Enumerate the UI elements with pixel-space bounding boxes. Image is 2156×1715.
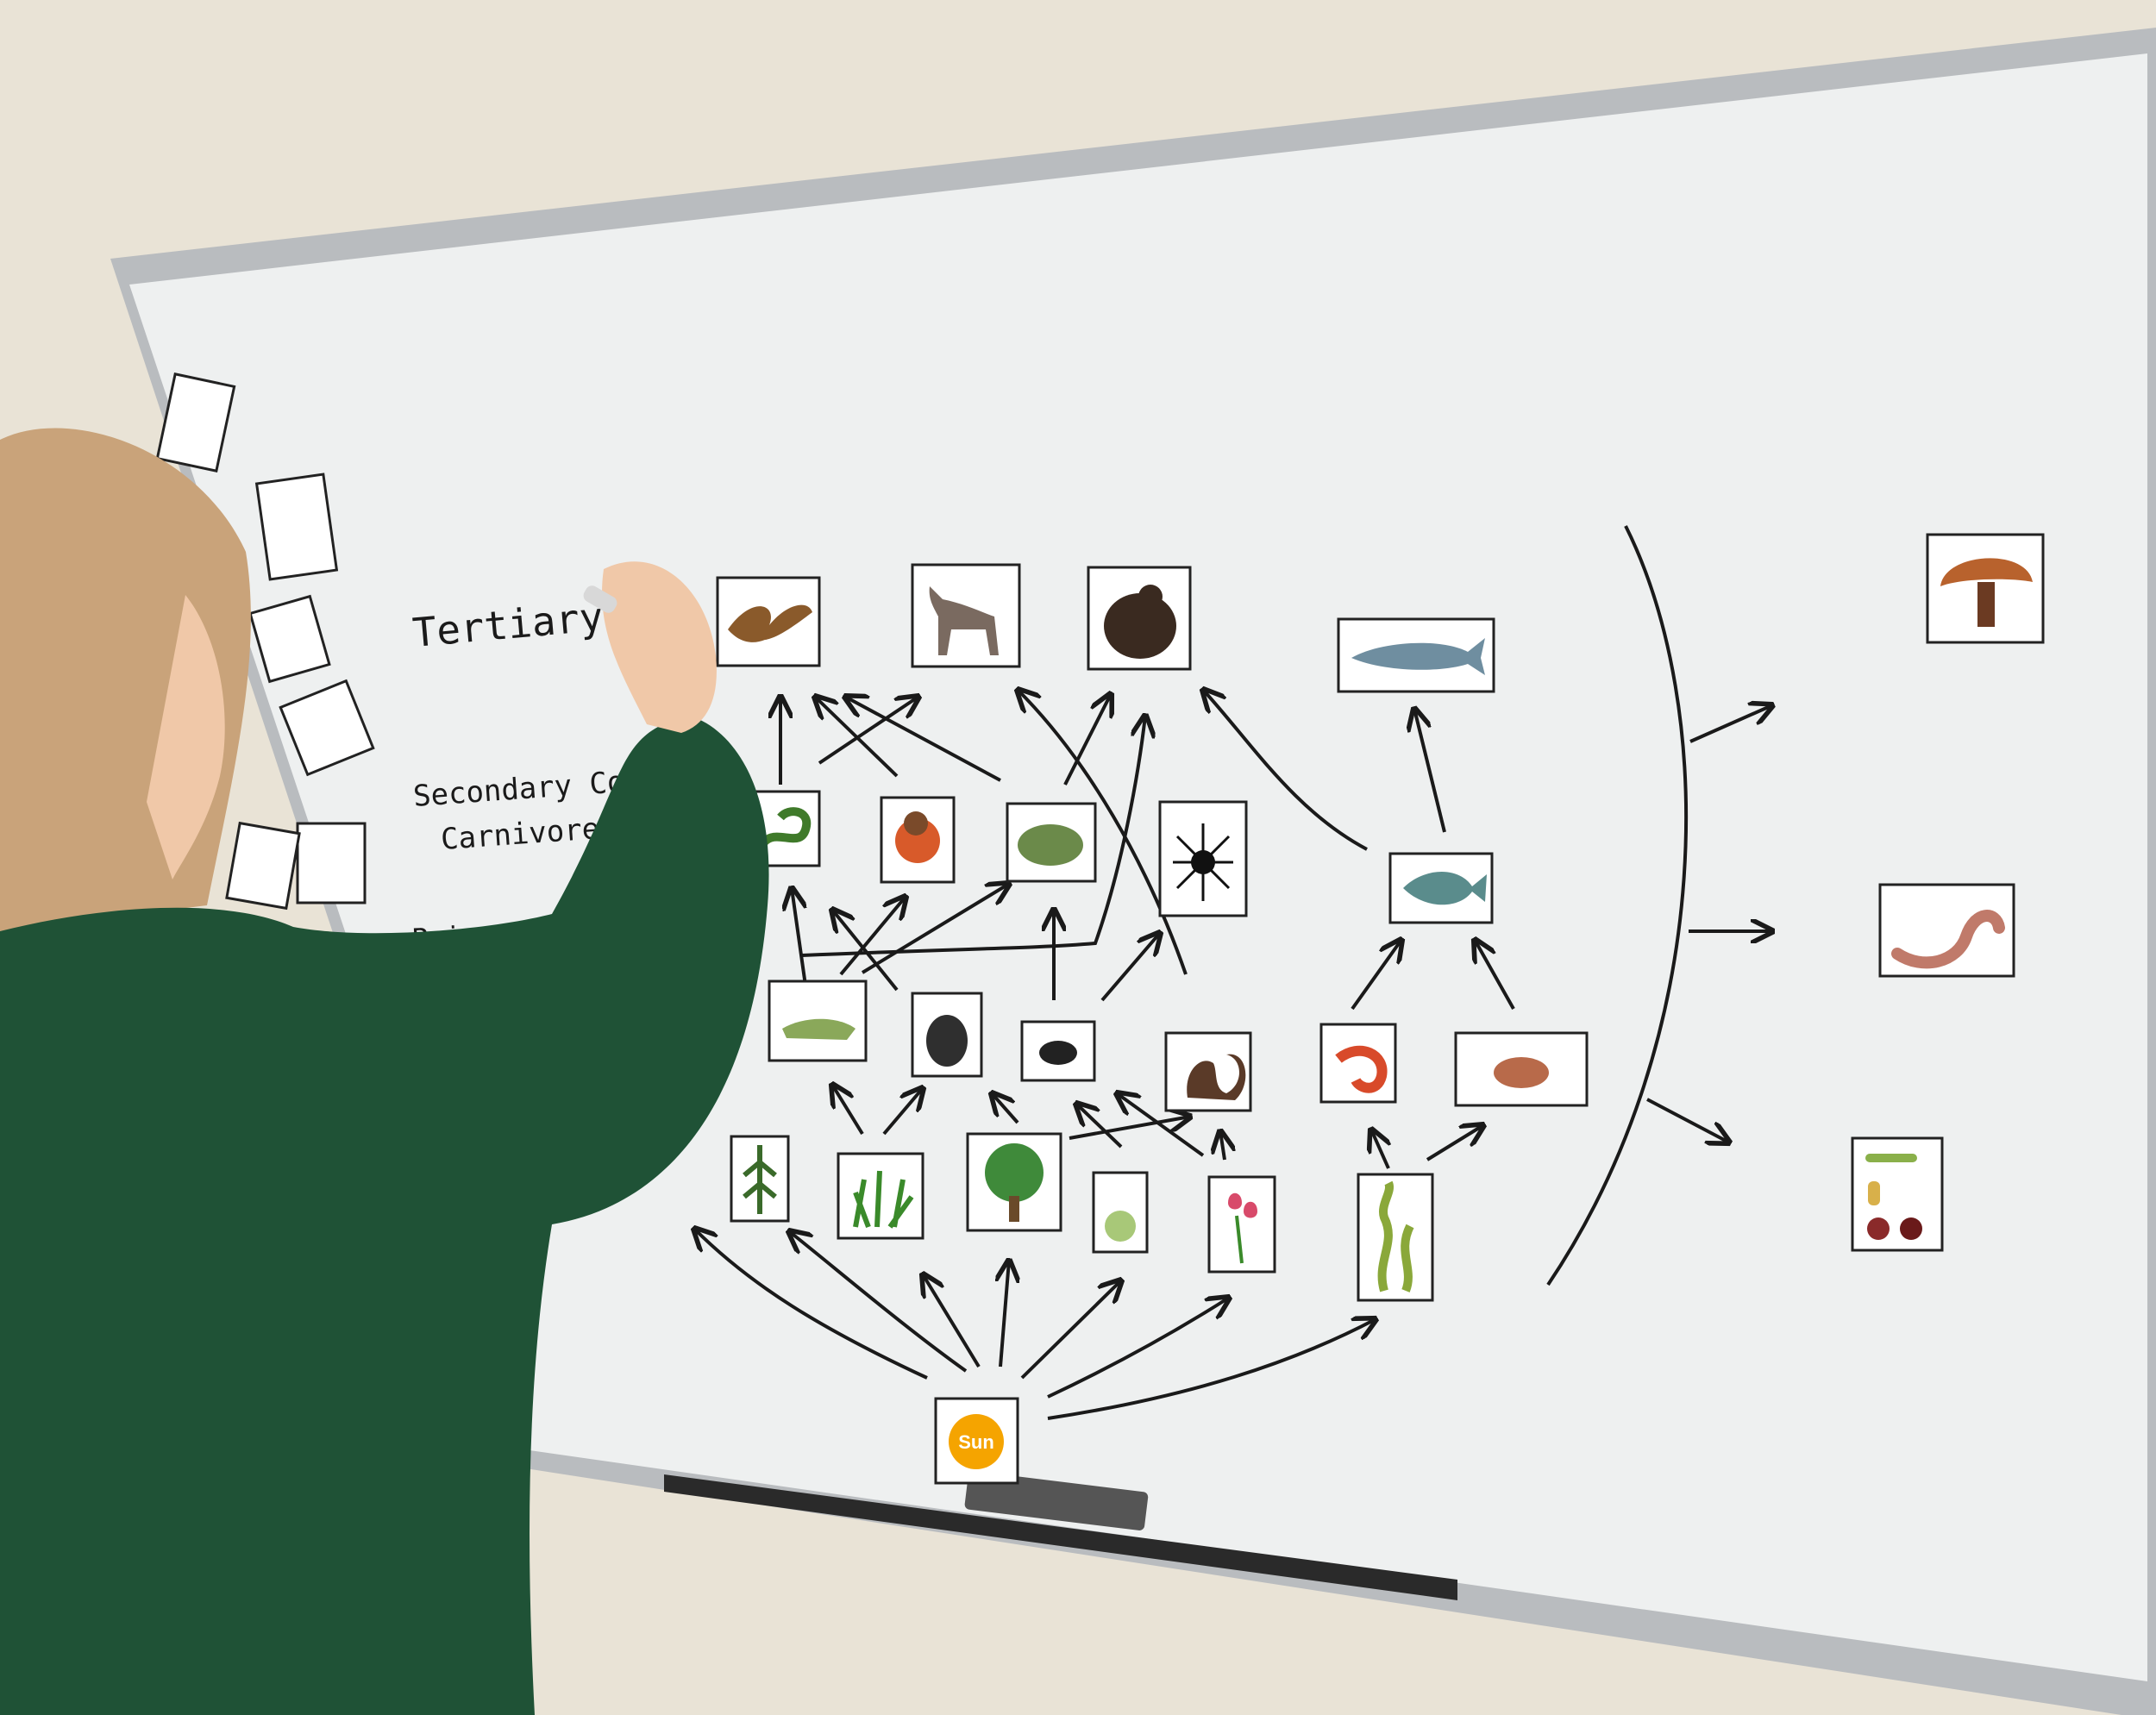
grass-icon — [853, 1170, 914, 1229]
squirrel-card[interactable] — [1164, 1031, 1252, 1112]
mouse-card[interactable] — [911, 992, 983, 1078]
shark-card[interactable] — [1337, 617, 1495, 693]
arm-hand — [602, 561, 717, 733]
marker-tray — [664, 1474, 1457, 1600]
seaweed-card[interactable] — [1357, 1173, 1434, 1302]
worm-icon — [1891, 910, 2005, 969]
sun-label: Sun — [958, 1431, 994, 1453]
student — [0, 428, 769, 1715]
marker — [583, 585, 617, 613]
fly-icon — [1039, 1041, 1077, 1065]
frog-icon — [1018, 824, 1083, 866]
worm-card[interactable] — [1878, 883, 2015, 978]
tulip-card[interactable] — [1207, 1175, 1276, 1274]
bear-icon — [1104, 593, 1176, 659]
bacteria-icon — [1865, 1154, 1922, 1240]
spider-card[interactable] — [1158, 800, 1248, 917]
snake-icon — [760, 807, 812, 847]
fish-icon — [1403, 871, 1487, 905]
mushroom-icon — [1940, 558, 2033, 586]
hawk-icon — [728, 604, 812, 642]
bacteria-card[interactable] — [1851, 1136, 1944, 1252]
tree-card[interactable] — [966, 1132, 1062, 1232]
crab-card[interactable] — [1454, 1031, 1589, 1107]
frog-card[interactable] — [1006, 802, 1097, 883]
fish-card[interactable] — [1388, 852, 1494, 924]
whiteboard-surface — [129, 53, 2147, 1681]
robin-card[interactable] — [880, 796, 956, 884]
grasshopper-card[interactable] — [768, 980, 868, 1062]
mushroom-card[interactable] — [1926, 533, 2045, 644]
fern-icon — [743, 1145, 777, 1214]
grasshopper-icon — [782, 1018, 856, 1040]
seaweed-icon — [1377, 1180, 1414, 1293]
shrimp-icon — [1335, 1045, 1388, 1093]
squirrel-icon — [1187, 1054, 1246, 1100]
food-web-arrows — [694, 690, 1772, 1420]
bear-card[interactable] — [1087, 566, 1192, 671]
fox-icon — [929, 586, 999, 655]
fern-card[interactable] — [730, 1135, 790, 1223]
crab-icon — [1494, 1057, 1549, 1088]
hawk-card[interactable] — [716, 576, 821, 667]
fly-card[interactable] — [1020, 1020, 1096, 1082]
sweater — [0, 716, 769, 1715]
shrimp-card[interactable] — [1319, 1023, 1397, 1104]
grass-card[interactable] — [837, 1152, 924, 1240]
eraser — [964, 1471, 1149, 1530]
sun-card[interactable]: Sun — [934, 1397, 1019, 1485]
tulip-icon — [1228, 1192, 1257, 1218]
flower-card[interactable] — [1092, 1171, 1149, 1254]
decomposer-bracket — [1546, 525, 1688, 1286]
sun-icon — [949, 1414, 1004, 1469]
mouse-icon — [926, 1015, 968, 1067]
face — [147, 595, 225, 879]
tree-icon — [985, 1143, 1044, 1202]
fox-card[interactable] — [911, 563, 1021, 668]
shark-icon — [1351, 638, 1485, 675]
spare-cards — [155, 372, 375, 911]
flower-icon — [1105, 1211, 1136, 1242]
